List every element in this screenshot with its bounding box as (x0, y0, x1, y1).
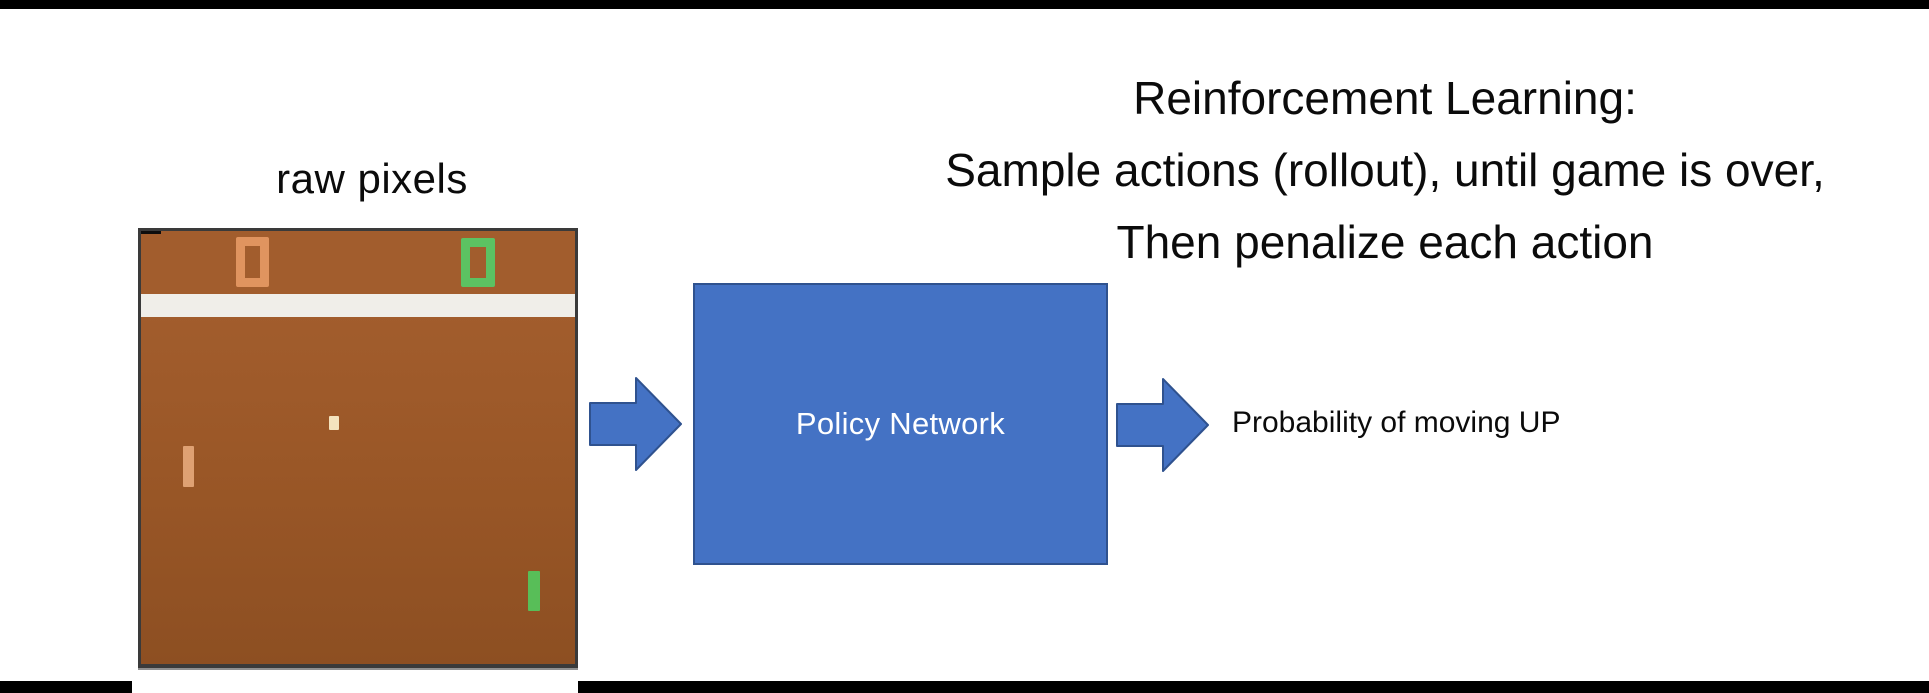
pong-right-score-zero (461, 238, 495, 287)
output-arrow-icon (1116, 378, 1209, 472)
title-line-1: Reinforcement Learning: (1133, 72, 1637, 124)
pong-corner-artifact (141, 231, 161, 234)
policy-network-label: Policy Network (795, 406, 1006, 441)
pong-ball (329, 416, 339, 430)
slide-title: Reinforcement Learning: Sample actions (… (945, 62, 1825, 278)
output-arrow-shape (1116, 378, 1209, 472)
input-arrow-icon (589, 377, 682, 471)
pong-left-paddle (183, 446, 194, 487)
pong-left-score-zero (236, 237, 269, 287)
pong-top-wall (141, 294, 575, 317)
title-line-2: Sample actions (rollout), until game is … (945, 144, 1825, 196)
title-line-3: Then penalize each action (1116, 216, 1654, 268)
policy-network-box: Policy Network (693, 283, 1108, 565)
output-probability-label: Probability of moving UP (1232, 406, 1561, 439)
pong-image-white-margin (132, 664, 578, 693)
pong-right-paddle (528, 571, 540, 611)
top-border-bar (0, 0, 1929, 9)
raw-pixels-caption: raw pixels (276, 155, 468, 202)
pong-game-screenshot (138, 228, 578, 668)
input-arrow-shape (589, 377, 682, 471)
